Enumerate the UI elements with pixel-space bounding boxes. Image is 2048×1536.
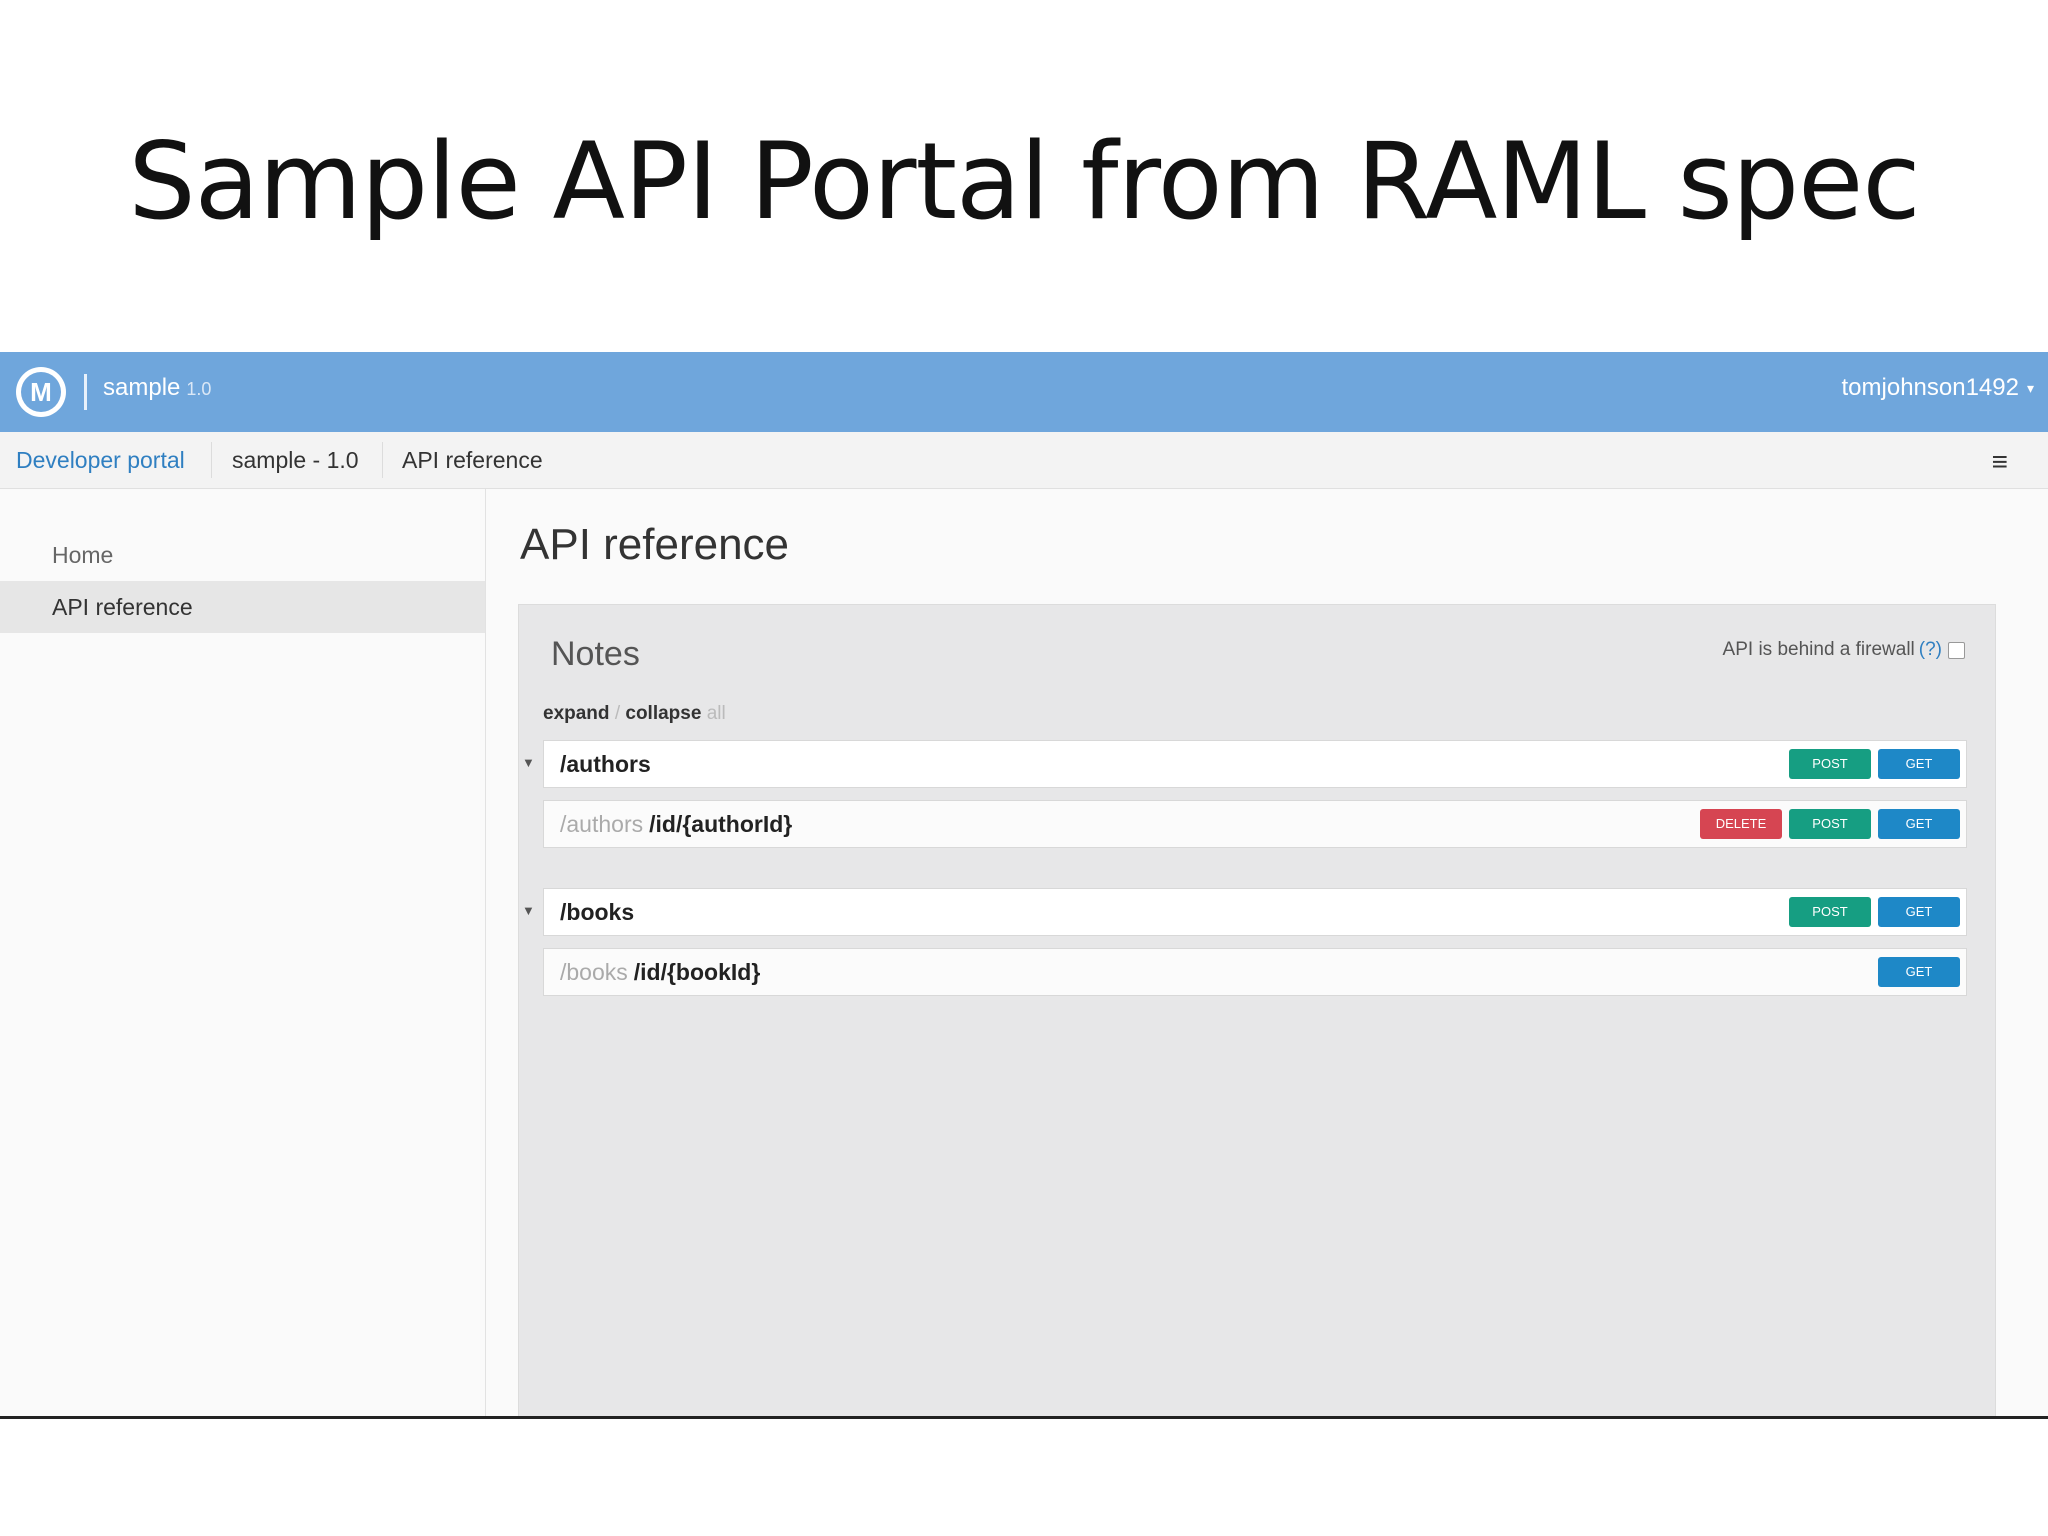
breadcrumb-divider bbox=[382, 442, 383, 478]
mulesoft-logo-icon[interactable]: M bbox=[16, 367, 66, 417]
resource-parent-path: /authors bbox=[560, 811, 644, 837]
method-buttons: GET bbox=[1878, 957, 1960, 987]
breadcrumb-divider bbox=[211, 442, 212, 478]
all-label: all bbox=[706, 703, 726, 724]
app-version: 1.0 bbox=[186, 379, 212, 399]
sidebar-item-home[interactable]: Home bbox=[52, 542, 114, 568]
breadcrumb-api-reference: API reference bbox=[402, 447, 543, 473]
collapse-all-link[interactable]: collapse bbox=[625, 703, 702, 724]
app-name: sample bbox=[103, 374, 181, 401]
resource-subpath: /id/{authorId} bbox=[649, 811, 793, 837]
get-method-button[interactable]: GET bbox=[1878, 749, 1960, 779]
firewall-help-link[interactable]: (?) bbox=[1918, 639, 1942, 660]
firewall-option: API is behind a firewall (?) bbox=[1723, 639, 1965, 661]
user-menu[interactable]: tomjohnson1492 ▾ bbox=[1842, 374, 2035, 402]
expand-all-link[interactable]: expand bbox=[543, 703, 610, 724]
method-buttons: POST GET bbox=[1789, 749, 1960, 779]
get-method-button[interactable]: GET bbox=[1878, 957, 1960, 987]
notes-title: Notes bbox=[551, 635, 640, 673]
logo-letter: M bbox=[21, 372, 61, 412]
resource-row-book-by-id[interactable]: /books/id/{bookId} GET bbox=[543, 948, 1967, 996]
expand-collapse-controls: expand / collapse all bbox=[543, 703, 726, 725]
resource-parent-path: /books bbox=[560, 959, 628, 985]
slide-title: Sample API Portal from RAML spec bbox=[128, 120, 1920, 243]
resource-path: /authors bbox=[560, 751, 651, 777]
collapse-caret-icon[interactable]: ▼ bbox=[522, 903, 535, 918]
sidebar-item-api-reference[interactable]: API reference bbox=[0, 581, 485, 633]
sidebar: Home API reference bbox=[0, 489, 486, 1416]
get-method-button[interactable]: GET bbox=[1878, 897, 1960, 927]
notes-panel: Notes API is behind a firewall (?) expan… bbox=[518, 604, 1996, 1416]
resource-row-authors[interactable]: /authors POST GET bbox=[543, 740, 1967, 788]
post-method-button[interactable]: POST bbox=[1789, 749, 1871, 779]
chevron-down-icon: ▾ bbox=[2026, 380, 2034, 397]
post-method-button[interactable]: POST bbox=[1789, 809, 1871, 839]
user-name: tomjohnson1492 bbox=[1841, 374, 2019, 401]
resource-row-author-by-id[interactable]: /authors/id/{authorId} DELETE POST GET bbox=[543, 800, 1967, 848]
post-method-button[interactable]: POST bbox=[1789, 897, 1871, 927]
delete-method-button[interactable]: DELETE bbox=[1700, 809, 1782, 839]
firewall-checkbox[interactable] bbox=[1948, 641, 1965, 659]
resource-row-books[interactable]: /books POST GET bbox=[543, 888, 1967, 936]
resource-path: /authors/id/{authorId} bbox=[560, 801, 792, 847]
breadcrumb: Developer portal sample - 1.0 API refere… bbox=[0, 432, 2048, 489]
breadcrumb-developer-portal[interactable]: Developer portal bbox=[16, 447, 185, 473]
get-method-button[interactable]: GET bbox=[1878, 809, 1960, 839]
breadcrumb-sample[interactable]: sample - 1.0 bbox=[232, 447, 359, 473]
firewall-label: API is behind a firewall bbox=[1722, 639, 1915, 660]
hamburger-menu-icon[interactable]: ≡ bbox=[1991, 446, 2008, 477]
logo-divider bbox=[84, 374, 87, 410]
page-title: API reference bbox=[520, 520, 790, 569]
collapse-caret-icon[interactable]: ▼ bbox=[522, 755, 535, 770]
method-buttons: DELETE POST GET bbox=[1700, 809, 1960, 839]
resource-subpath: /id/{bookId} bbox=[633, 959, 761, 985]
resource-path: /books bbox=[560, 899, 635, 925]
slash-separator: / bbox=[614, 703, 621, 724]
resource-path: /books/id/{bookId} bbox=[560, 949, 760, 995]
method-buttons: POST GET bbox=[1789, 897, 1960, 927]
